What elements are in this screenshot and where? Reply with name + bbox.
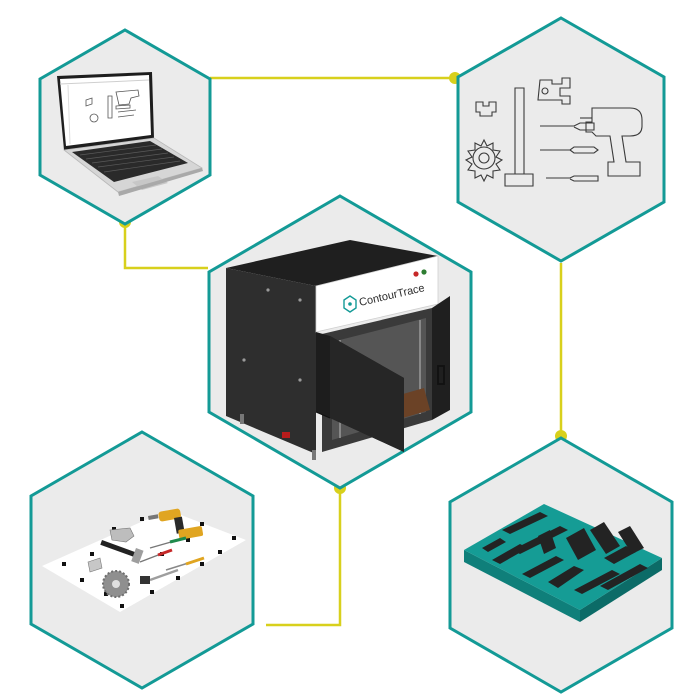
connector-scanner-tools xyxy=(266,488,342,627)
scanner-cabinet-icon: ContourTrace xyxy=(226,240,450,460)
hammer-icon xyxy=(100,540,144,564)
laptop-cad-icon xyxy=(57,72,203,196)
hex-node-scanner: ContourTrace xyxy=(207,194,473,490)
connector-software-scanner xyxy=(123,222,208,270)
connectors xyxy=(123,76,563,627)
hex-node-outlines xyxy=(456,16,666,263)
brand-logo-icon xyxy=(343,295,357,313)
gear-icon xyxy=(102,570,130,598)
door-handle xyxy=(437,365,445,385)
hex-node-tools-on-board xyxy=(29,430,255,690)
foam-insert-icon xyxy=(464,504,662,622)
tools-on-scan-board-icon xyxy=(42,508,246,612)
screwdriver-icon xyxy=(139,536,205,571)
power-light-red xyxy=(413,271,419,277)
bracket-icon xyxy=(87,557,103,573)
drill-icon xyxy=(148,508,204,540)
clamp-icon xyxy=(109,527,135,543)
wrench-icon xyxy=(149,568,179,582)
hex-node-foam-insert xyxy=(448,436,674,694)
power-light-green xyxy=(421,269,427,275)
hex-frame xyxy=(456,16,666,263)
tool-outlines-icon xyxy=(464,77,643,187)
hex-node-software xyxy=(38,28,212,226)
